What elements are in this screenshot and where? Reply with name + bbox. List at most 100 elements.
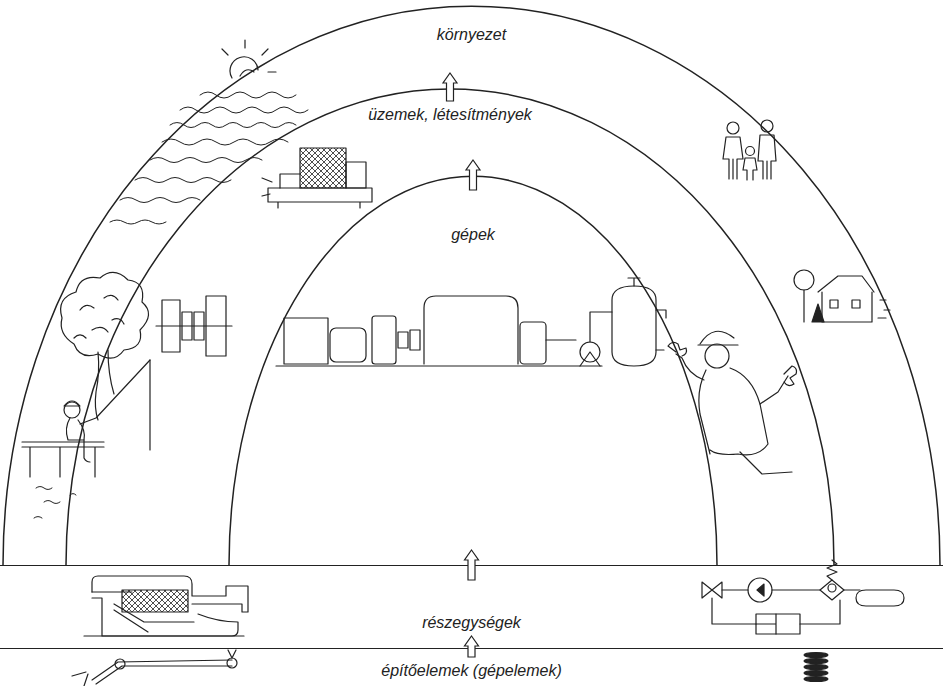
lever-drawing [72, 650, 237, 686]
spring-drawing [804, 653, 828, 682]
house-drawing-part [852, 300, 860, 308]
lever-drawing-part [227, 658, 237, 668]
cloud-lines-part [135, 178, 231, 183]
house-drawing-part [794, 270, 814, 290]
hydraulic-schematic-part [827, 560, 837, 580]
tree-drawing [61, 272, 149, 420]
coupling-drawing [156, 296, 232, 356]
machine-train [276, 296, 602, 366]
vessel-drawing [580, 278, 666, 366]
sun-symbol-part [222, 40, 276, 72]
environment-arc: környezet üzemek, létesítmények gépek [2, 5, 941, 565]
cloud-lines-part [170, 123, 296, 128]
house-drawing [794, 270, 890, 322]
vessel-drawing-part [580, 312, 612, 366]
tree-drawing-part [61, 272, 149, 358]
hollow-arrow [466, 160, 480, 190]
level-label: gépek [448, 225, 498, 244]
machine-train-part [546, 339, 576, 340]
hydraulic-schematic-part [844, 589, 860, 590]
plant-arc-outline [65, 88, 835, 565]
machine-train-part [330, 328, 366, 362]
plant-machine [262, 148, 372, 208]
fisherman-figure-part [64, 402, 80, 418]
cloud-lines-part [120, 198, 200, 203]
house-drawing-part [830, 300, 838, 308]
machine-train-part [520, 322, 546, 364]
clutch-drawing-part [122, 590, 188, 612]
worker-figure-part [740, 452, 792, 474]
clutch-drawing-part [114, 604, 194, 632]
hollow-arrow [465, 636, 479, 657]
plant-machine-part [268, 188, 372, 208]
machine-train-part [410, 330, 420, 350]
machine-train-part [276, 365, 602, 366]
cloud-lines-part [162, 139, 288, 145]
clutch-drawing [84, 576, 248, 636]
level-label: környezet [434, 25, 509, 44]
machine-arc: gépek [228, 175, 718, 565]
plant-machine-part [262, 174, 300, 196]
coupling-drawing-part [156, 325, 232, 326]
fisherman-figure [22, 360, 150, 477]
spring-drawing-part [804, 653, 828, 658]
house-drawing-part [803, 290, 804, 322]
hollow-arrow [443, 73, 457, 101]
plant-machine-part [300, 148, 346, 188]
fisherman-figure-part [80, 360, 150, 424]
hydraulic-schematic-part [756, 614, 776, 634]
level-label: üzemek, létesítmények [365, 105, 535, 124]
spring-drawing-part [804, 671, 828, 676]
lever-drawing-part [115, 659, 125, 669]
hydraulic-schematic-part [748, 578, 772, 602]
level-label: építőelemek (gépelemek) [378, 661, 565, 680]
cloud-lines-part [110, 220, 166, 224]
hydraulic-schematic-part [856, 590, 904, 606]
hydraulic-schematic [702, 560, 904, 634]
spring-drawing-part [804, 677, 828, 682]
worker-figure-part [705, 344, 729, 368]
spring-drawing-part [804, 665, 828, 670]
environment-arc-line [3, 6, 940, 565]
fisherman-figure-part [64, 401, 80, 406]
hydraulic-schematic-part [756, 614, 800, 634]
hydraulic-schematic-part [820, 580, 844, 600]
family-figures-part [761, 120, 773, 132]
machine-train-part [424, 296, 518, 364]
plant-machine-part [346, 162, 366, 188]
fisherman-figure-part [149, 360, 150, 450]
family-figures-part [743, 158, 757, 180]
family-figures-part [746, 147, 755, 156]
machine-arc-line [229, 176, 717, 565]
plant-arc-line [66, 89, 834, 565]
plant-arc: üzemek, létesítmények gépek [65, 88, 835, 565]
machine-train-part [372, 316, 396, 364]
house-drawing-part [818, 276, 874, 322]
lever-drawing-part [72, 672, 88, 686]
lever-drawing-part [92, 660, 232, 684]
worker-figure-part [700, 331, 734, 344]
family-figures-part [727, 122, 739, 134]
house-drawing-part [812, 304, 824, 322]
clutch-drawing-part [92, 576, 248, 612]
family-figures [723, 120, 776, 180]
hydraulic-schematic-part [702, 582, 722, 598]
vessel-drawing-part [612, 286, 656, 366]
tree-drawing-part [74, 295, 124, 338]
worker-figure-part [699, 368, 768, 455]
hollow-arrow [465, 550, 479, 580]
hydraulic-schematic-part [828, 584, 836, 592]
worker-figure-part [760, 366, 797, 404]
machine-train-part [398, 332, 408, 348]
fisherman-figure-part [84, 440, 90, 462]
hydraulic-schematic-part [722, 589, 748, 590]
level-label: részegységek [419, 613, 524, 632]
worker-figure [668, 331, 797, 474]
hydraulic-schematic-part [772, 589, 820, 590]
hydraulic-schematic-part [757, 584, 764, 596]
family-figures-part [723, 137, 743, 179]
